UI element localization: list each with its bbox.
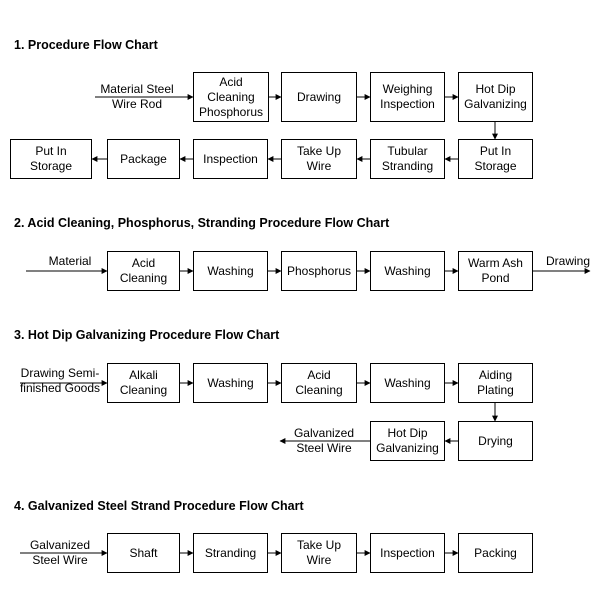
step-label: Inspection xyxy=(380,545,435,560)
step-label: Drawing xyxy=(296,89,341,104)
step-shaft: Shaft xyxy=(107,533,180,573)
section-3-input-label: Drawing Semi- finished Goods xyxy=(19,366,101,395)
section-3-output-label: Galvanized Steel Wire xyxy=(293,426,355,455)
step-label: Alkali Cleaning xyxy=(119,368,168,397)
step-drying: Drying xyxy=(458,421,533,461)
step-label: Put In Storage xyxy=(29,144,73,173)
step-label: Put In Storage xyxy=(474,144,517,173)
step-label: Washing xyxy=(384,263,431,278)
step-label: Warm Ash Pond xyxy=(468,256,523,285)
section-1-title: 1. Procedure Flow Chart xyxy=(14,38,158,52)
step-hot-dip-galvanizing-2: Hot Dip Galvanizing xyxy=(370,421,445,461)
step-label: Take Up Wire xyxy=(296,538,342,567)
step-label: Washing xyxy=(384,375,431,390)
step-label: Hot Dip Galvanizing xyxy=(464,82,527,111)
step-acid-cleaning: Acid Cleaning xyxy=(107,251,180,291)
step-label: Stranding xyxy=(204,545,257,560)
step-label: Package xyxy=(120,151,167,166)
step-take-up-wire: Take Up Wire xyxy=(281,139,357,179)
step-washing-3: Washing xyxy=(193,363,268,403)
step-phosphorus: Phosphorus xyxy=(281,251,357,291)
step-label: Shaft xyxy=(129,545,158,560)
step-label: Acid Cleaning xyxy=(119,256,168,285)
step-alkali-cleaning: Alkali Cleaning xyxy=(107,363,180,403)
step-label: Washing xyxy=(207,263,254,278)
section-2-output-label: Drawing xyxy=(545,254,590,268)
step-inspection-2: Inspection xyxy=(370,533,445,573)
step-put-in-storage-2: Put In Storage xyxy=(10,139,92,179)
step-label: Drying xyxy=(478,433,513,448)
step-acid-cleaning-2: Acid Cleaning xyxy=(281,363,357,403)
step-inspection: Inspection xyxy=(193,139,268,179)
step-weighing-inspection: Weighing Inspection xyxy=(370,72,445,122)
step-washing-4: Washing xyxy=(370,363,445,403)
step-label: Hot Dip Galvanizing xyxy=(376,426,439,455)
section-3-title: 3. Hot Dip Galvanizing Procedure Flow Ch… xyxy=(14,328,280,342)
step-put-in-storage-1: Put In Storage xyxy=(458,139,533,179)
step-label: Acid Cleaning xyxy=(295,368,343,397)
step-label: Tubular Stranding xyxy=(381,144,434,173)
section-4-input-label: Galvanized Steel Wire xyxy=(29,538,91,567)
step-take-up-wire-2: Take Up Wire xyxy=(281,533,357,573)
step-label: Take Up Wire xyxy=(296,144,342,173)
step-washing: Washing xyxy=(193,251,268,291)
step-packing: Packing xyxy=(458,533,533,573)
step-hot-dip-galvanizing: Hot Dip Galvanizing xyxy=(458,72,533,122)
step-label: Washing xyxy=(207,375,254,390)
step-stranding: Stranding xyxy=(193,533,268,573)
step-label: Aiding Plating xyxy=(477,368,514,397)
step-warm-ash-pond: Warm Ash Pond xyxy=(458,251,533,291)
step-package: Package xyxy=(107,139,180,179)
section-2-input-label: Material xyxy=(48,254,92,268)
section-4-title: 4. Galvanized Steel Strand Procedure Flo… xyxy=(14,499,304,513)
step-label: Phosphorus xyxy=(286,263,352,278)
section-1-input-label: Material Steel Wire Rod xyxy=(100,82,174,111)
step-label: Packing xyxy=(474,545,517,560)
step-aiding-plating: Aiding Plating xyxy=(458,363,533,403)
step-washing-2: Washing xyxy=(370,251,445,291)
step-label: Acid Cleaning Phosphorus xyxy=(198,74,264,119)
step-drawing: Drawing xyxy=(281,72,357,122)
section-2-title: 2. Acid Cleaning, Phosphorus, Stranding … xyxy=(14,216,390,230)
step-tubular-stranding: Tubular Stranding xyxy=(370,139,445,179)
step-label: Inspection xyxy=(203,151,258,166)
step-label: Weighing Inspection xyxy=(380,82,435,111)
step-acid-cleaning-phosphorus: Acid Cleaning Phosphorus xyxy=(193,72,269,122)
